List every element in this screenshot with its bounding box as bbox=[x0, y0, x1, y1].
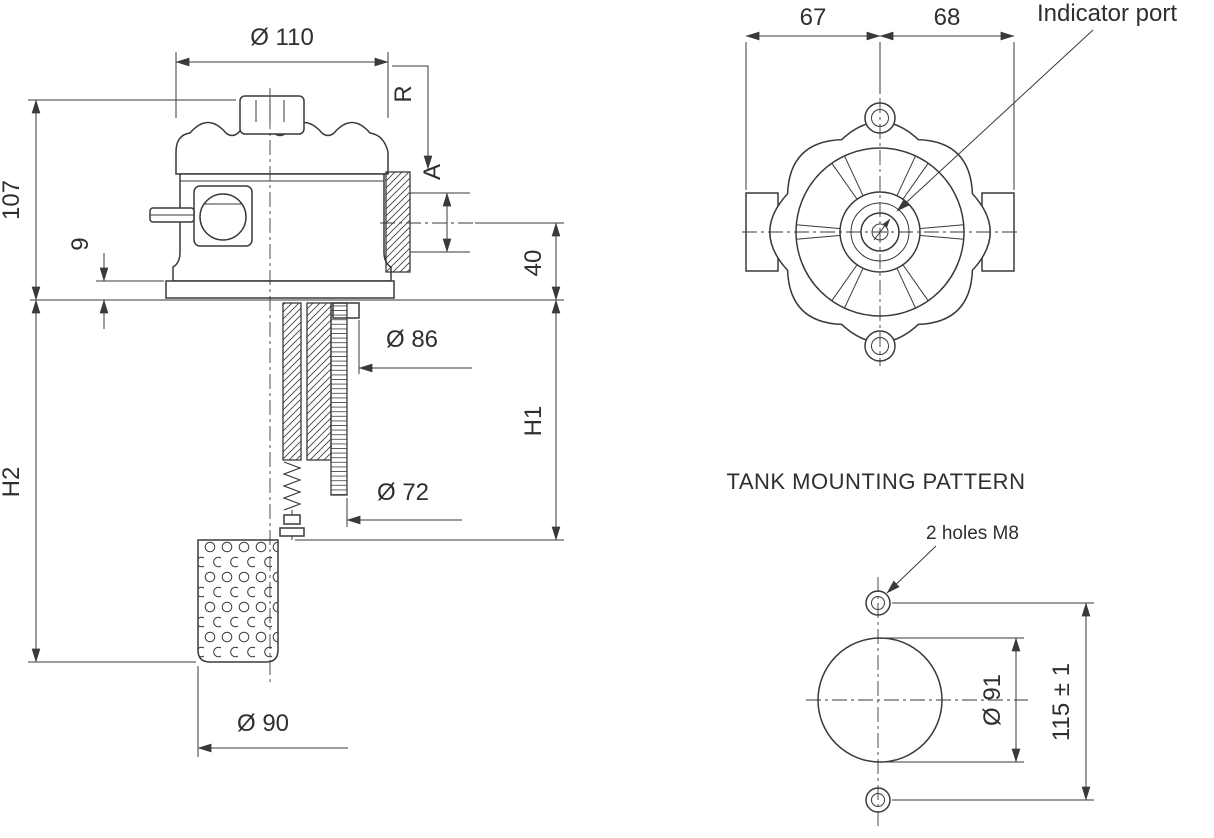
element-pleats bbox=[330, 302, 348, 496]
filter-cap bbox=[175, 121, 389, 175]
dim-dia-inner: Ø 72 bbox=[377, 479, 429, 506]
top-view: 67 68 Indicator port bbox=[742, 0, 1177, 366]
dim-port-height: 40 bbox=[520, 250, 547, 277]
dim-dia-element: Ø 86 bbox=[386, 326, 438, 353]
perforated-basket bbox=[197, 539, 279, 663]
indicator-port-label: Indicator port bbox=[1037, 0, 1177, 27]
dim-port-size: A bbox=[419, 164, 446, 180]
mounting-pattern-title: TANK MOUNTING PATTERN bbox=[727, 469, 1026, 494]
bolt-head bbox=[283, 514, 301, 525]
element-section-b bbox=[306, 302, 332, 461]
dim-width-left: 67 bbox=[800, 4, 827, 31]
bolt-nut bbox=[279, 527, 305, 537]
dim-dia-basket: Ø 90 bbox=[237, 710, 289, 737]
mounting-pattern: TANK MOUNTING PATTERN 2 holes M8 Ø 91 11… bbox=[727, 469, 1094, 827]
element-section-a bbox=[282, 302, 302, 461]
dim-flange-thickness: 9 bbox=[67, 237, 94, 250]
cap-ribs bbox=[796, 155, 964, 309]
dim-height-total: 107 bbox=[0, 180, 25, 220]
dim-depth-h2: H2 bbox=[0, 467, 25, 498]
dim-hole-spacing: 115 ± 1 bbox=[1048, 663, 1075, 741]
side-view: Ø 110 107 9 R A 40 Ø 86 H1 Ø 72 H2 Ø 90 bbox=[0, 24, 564, 757]
dim-dia-cap: Ø 110 bbox=[250, 24, 314, 51]
indicator-window bbox=[199, 193, 247, 241]
mounting-flange bbox=[165, 280, 395, 299]
inlet-port-section bbox=[385, 171, 411, 273]
dim-port-thread: R bbox=[390, 85, 417, 102]
spring bbox=[282, 461, 302, 511]
dim-dia-circle: Ø 91 bbox=[979, 674, 1006, 726]
cap-knob bbox=[239, 95, 305, 135]
indicator-port-mark bbox=[873, 218, 891, 241]
dim-depth-h1: H1 bbox=[520, 406, 547, 437]
holes-callout-label: 2 holes M8 bbox=[926, 523, 1019, 544]
dim-width-right: 68 bbox=[934, 4, 961, 31]
